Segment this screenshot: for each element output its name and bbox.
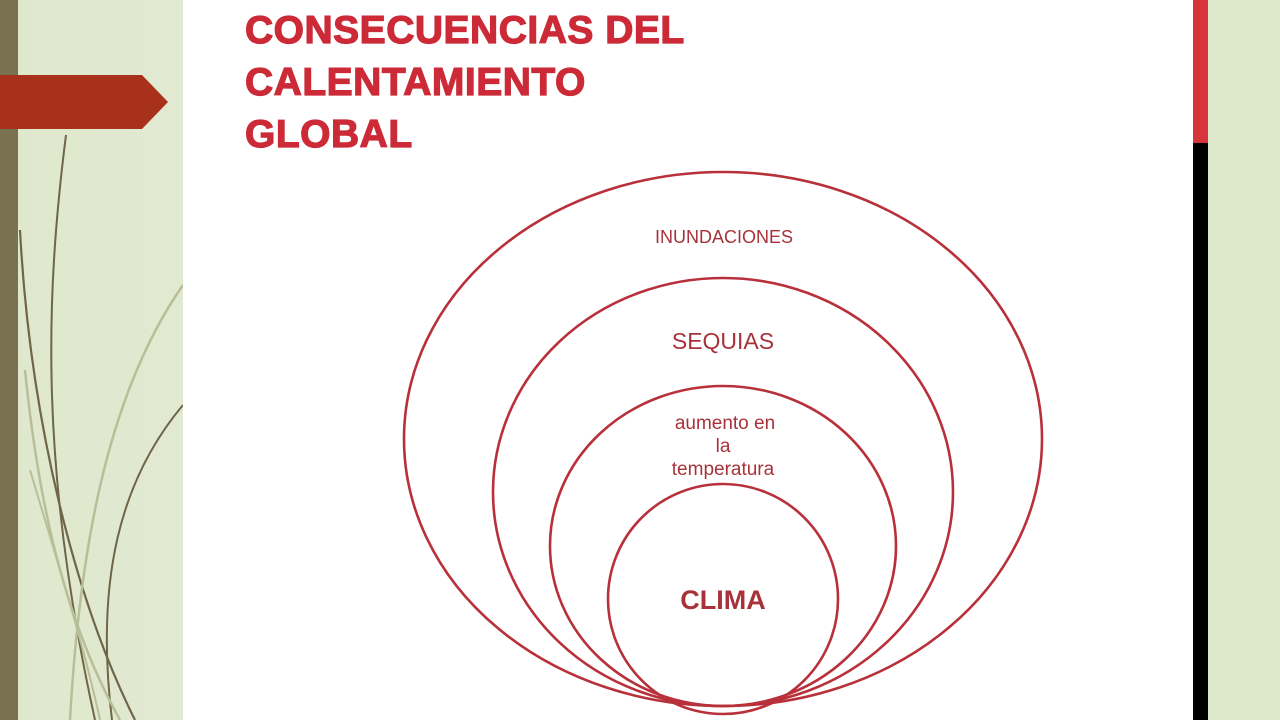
title-line-1: CONSECUENCIAS DEL <box>244 8 685 52</box>
label-sequias: SEQUIAS <box>672 328 774 354</box>
arrow-tab-shape <box>0 75 168 129</box>
title-line-2: CALENTAMIENTO <box>244 60 586 104</box>
ring-clima <box>606 482 840 716</box>
concentric-diagram: INUNDACIONES SEQUIAS aumento en la tempe… <box>402 170 1044 716</box>
left-edge-bar <box>0 0 18 720</box>
page-title: CONSECUENCIAS DEL CALENTAMIENTO GLOBAL <box>244 5 685 161</box>
right-stripe-black <box>1193 143 1208 720</box>
label-aumento-line-2: la <box>716 436 731 457</box>
stem-6 <box>29 469 101 720</box>
stem-4 <box>68 284 185 720</box>
content-image: CONSECUENCIAS DEL CALENTAMIENTO GLOBAL I… <box>183 0 1193 720</box>
arrow-tab-fill <box>0 75 168 129</box>
label-aumento-line-1: aumento en <box>675 413 775 434</box>
stem-3 <box>105 404 184 720</box>
ring-aumento-temperatura <box>548 384 898 708</box>
decorative-stems <box>18 134 185 720</box>
label-inundaciones: INUNDACIONES <box>655 227 793 247</box>
title-line-3: GLOBAL <box>244 112 413 156</box>
stem-1 <box>50 134 96 720</box>
stem-2 <box>18 229 136 720</box>
right-stripe-red <box>1193 0 1208 143</box>
right-accent-stripe <box>1193 0 1208 720</box>
label-aumento-line-3: temperatura <box>672 459 775 480</box>
label-clima: CLIMA <box>680 585 765 615</box>
